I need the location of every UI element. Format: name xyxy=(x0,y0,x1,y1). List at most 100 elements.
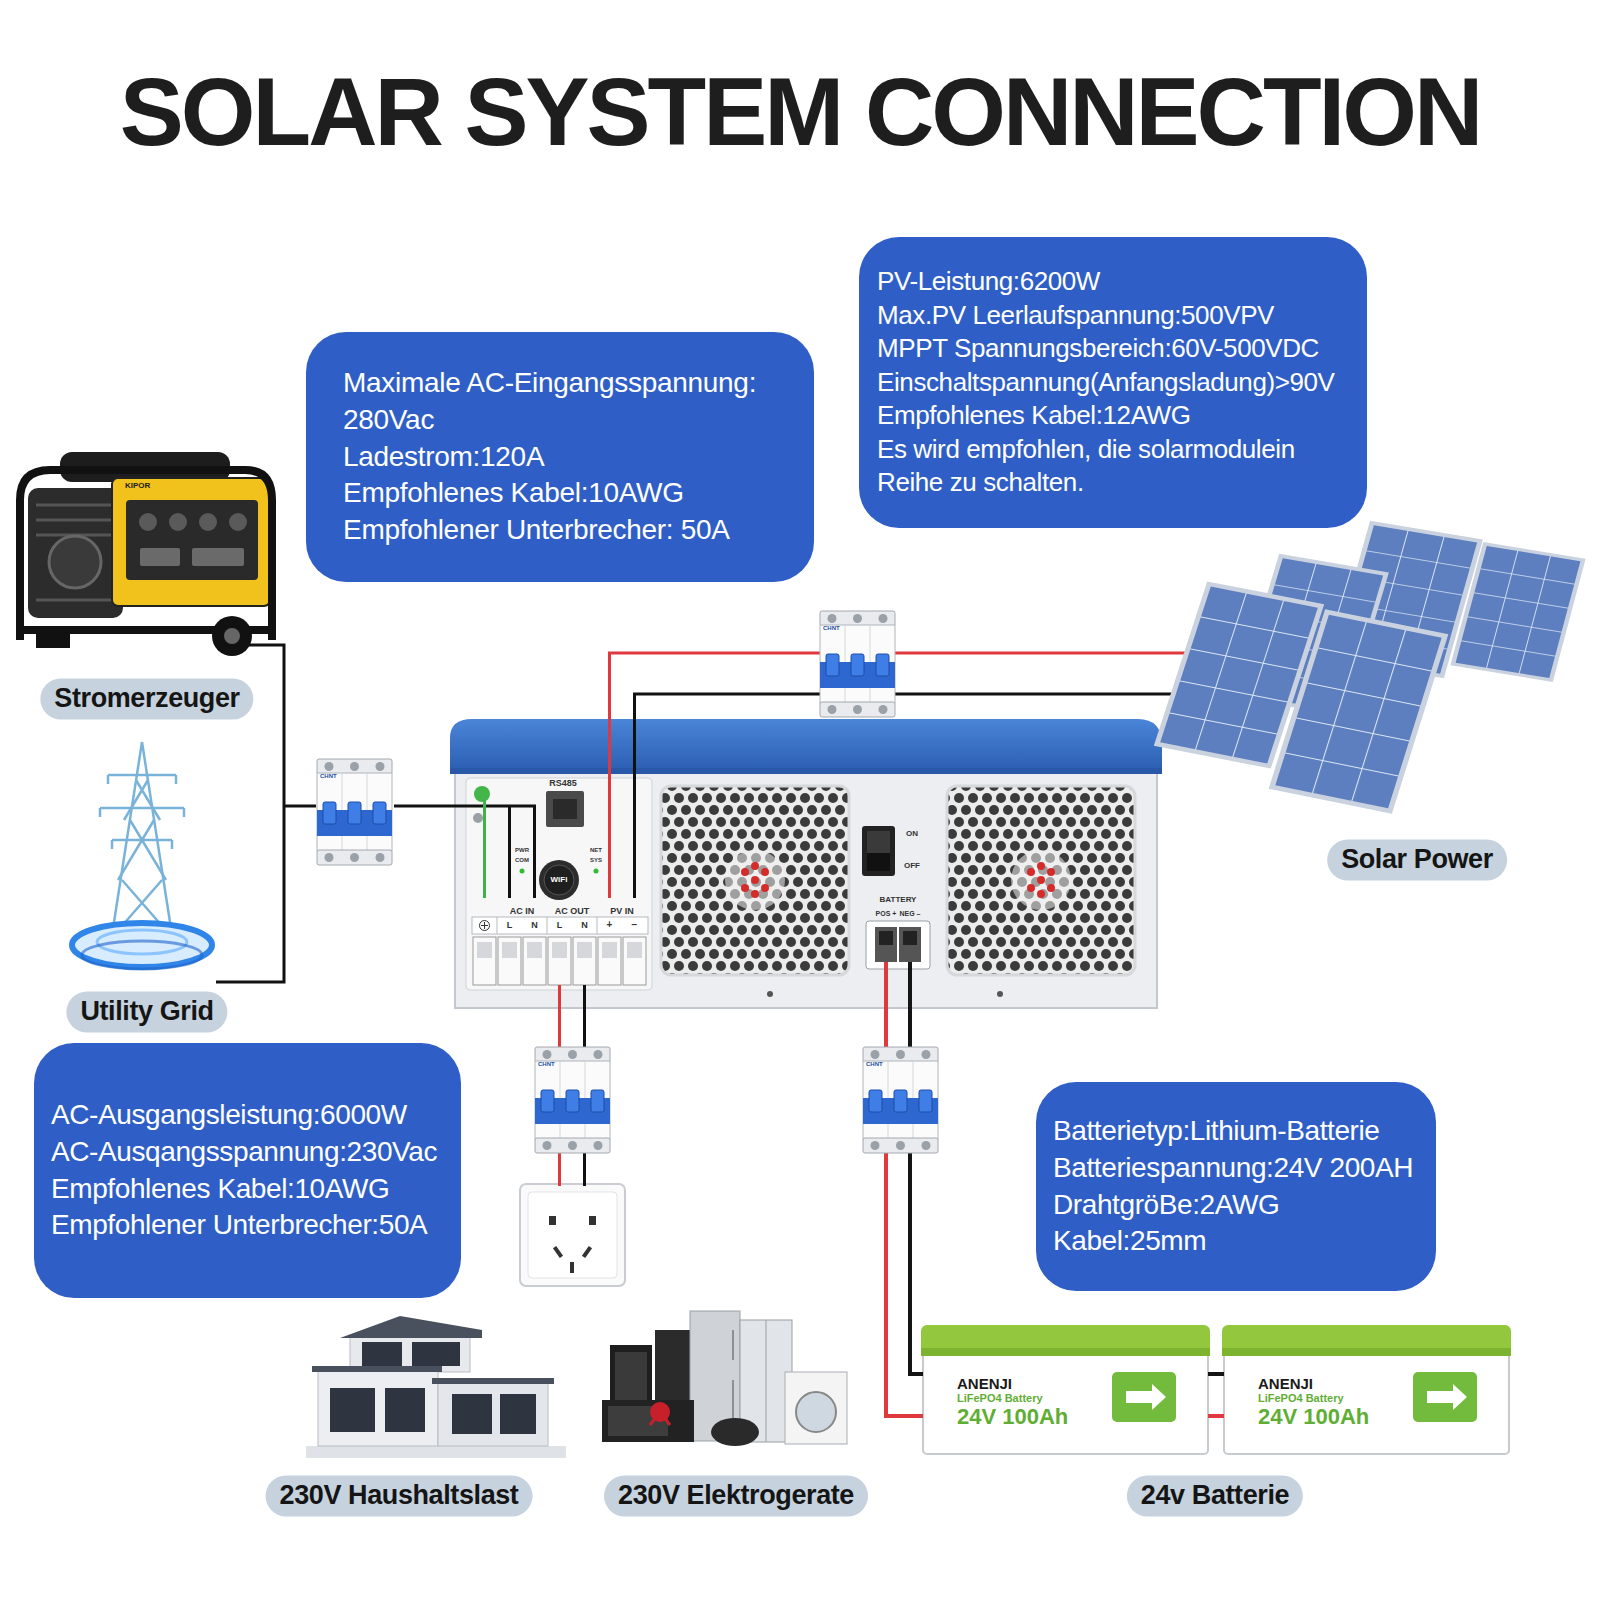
wire xyxy=(884,962,888,1009)
device-marking: ON xyxy=(906,830,918,838)
generator-illustration xyxy=(139,513,157,531)
power-tower-illustration xyxy=(100,775,184,840)
wall-outlet xyxy=(520,1184,625,1286)
inverter-illustration xyxy=(548,937,571,985)
solar-panel-illustration xyxy=(1453,544,1583,680)
inverter-illustration xyxy=(473,813,483,823)
inverter-illustration xyxy=(577,942,592,958)
inverter-illustration xyxy=(573,937,596,985)
device-marking: L xyxy=(507,921,513,930)
inverter-illustration xyxy=(741,868,749,876)
generator-illustration xyxy=(192,548,244,566)
spec-text: Empfohlenes Kabel:10AWG xyxy=(51,1171,451,1208)
power-tower-illustration xyxy=(114,780,170,935)
inverter-illustration xyxy=(867,831,890,853)
device-marking: N xyxy=(531,921,538,930)
device-marking: ANENJI xyxy=(957,1376,1012,1391)
inverter-illustration xyxy=(546,791,584,827)
wall-outlet xyxy=(528,1192,617,1278)
wall-outlet xyxy=(549,1216,596,1273)
inverter-illustration xyxy=(751,862,759,870)
inverter-illustration xyxy=(866,921,930,969)
device-marking: 24V 100Ah xyxy=(957,1406,1068,1428)
generator-illustration xyxy=(36,505,115,600)
inverter-illustration xyxy=(879,931,893,945)
battery: ANENJILiFePO4 Battery24V 100Ah xyxy=(923,1327,1208,1454)
inverter-illustration xyxy=(1037,890,1045,898)
circuit-breaker xyxy=(317,759,392,865)
inverter-illustration xyxy=(623,937,646,985)
inverter-illustration xyxy=(477,942,492,958)
battery-illustration xyxy=(1222,1348,1511,1356)
solar-panel-illustration xyxy=(1272,612,1445,811)
wall-outlet xyxy=(570,1262,574,1273)
battery-illustration xyxy=(921,1348,1210,1356)
spec-text: Es wird empfohlen, die solarmodulein Rei… xyxy=(877,433,1353,500)
device-marking: − xyxy=(632,920,638,930)
inverter-illustration xyxy=(751,890,759,898)
inverter-illustration xyxy=(627,942,642,958)
inverter-illustration xyxy=(598,937,621,985)
appliances-illustration xyxy=(796,1392,836,1432)
inverter-illustration xyxy=(1027,884,1035,892)
house-illustration xyxy=(500,1394,536,1434)
device-marking: 24V 100Ah xyxy=(1258,1406,1369,1428)
wall-outlet xyxy=(582,1246,592,1258)
solar-panel-illustration xyxy=(1157,523,1583,811)
spec-text: DrahtgröBe:2AWG xyxy=(1053,1187,1428,1224)
device-marking: WiFi xyxy=(551,876,568,884)
wire xyxy=(908,962,912,1009)
spec-text: Kabel:25mm xyxy=(1053,1223,1428,1260)
diagram-title: SOLAR SYSTEM CONNECTION xyxy=(0,64,1600,160)
appliances-illustration xyxy=(602,1311,847,1446)
generator-illustration xyxy=(199,513,217,531)
inverter-illustration xyxy=(552,942,567,958)
generator-illustration xyxy=(169,513,187,531)
battery-illustration xyxy=(1413,1372,1477,1422)
inverter-illustration xyxy=(527,942,542,958)
device-label: 230V Haushaltslast xyxy=(266,1476,533,1517)
wire xyxy=(483,800,486,898)
spec-text: Empfohlener Unterbrecher: 50A xyxy=(343,512,794,549)
power-tower-illustration xyxy=(72,742,212,969)
inverter-illustration xyxy=(725,850,785,910)
device-name: Solar Power xyxy=(1341,843,1493,876)
inverter: RS485PWRCOMNETSYSWiFiAC INAC OUTPV INLNL… xyxy=(450,719,1162,1008)
house-illustration xyxy=(318,1370,438,1446)
inverter-illustration xyxy=(594,869,599,874)
house-illustration xyxy=(306,1316,566,1458)
inverter-illustration xyxy=(523,937,546,985)
spec-box: Maximale AC-Eingangsspannung: 280VacLade… xyxy=(306,332,814,582)
cable xyxy=(1208,1414,1224,1418)
power-tower-illustration xyxy=(82,941,202,969)
device-marking: N xyxy=(581,921,588,930)
device-marking: POS + xyxy=(876,910,897,917)
device-label: 230V Elektrogerate xyxy=(604,1476,868,1517)
spec-text: Empfohlener Unterbrecher:50A xyxy=(51,1207,451,1244)
inverter-illustration xyxy=(862,826,895,876)
generator-illustration xyxy=(36,632,70,648)
inverter-illustration xyxy=(450,719,1162,1008)
house-illustration xyxy=(438,1382,548,1446)
inverter-illustration xyxy=(502,942,517,958)
inverter-illustration xyxy=(497,917,597,934)
house-illustration xyxy=(385,1388,425,1432)
breaker-brand: CHNT xyxy=(823,625,840,631)
inverter-illustration xyxy=(520,869,525,874)
device-marking: OFF xyxy=(904,862,920,870)
inverter-illustration xyxy=(1047,868,1055,876)
device-label: Utility Grid xyxy=(66,992,227,1033)
inverter-illustration xyxy=(1011,850,1071,910)
house-illustration xyxy=(340,1316,482,1338)
inverter-illustration xyxy=(539,860,579,900)
device-marking: PWR xyxy=(515,847,529,853)
inverter-illustration xyxy=(899,927,921,962)
battery-illustration xyxy=(1112,1372,1176,1422)
inverter-illustration xyxy=(602,942,617,958)
appliances-illustration xyxy=(602,1400,694,1442)
brand-marking: KIPOR xyxy=(125,482,150,490)
spec-box: Batterietyp:Lithium-BatterieBatteriespan… xyxy=(1036,1082,1436,1291)
device-label: Solar Power xyxy=(1327,840,1507,881)
device-marking: NET xyxy=(590,847,602,853)
